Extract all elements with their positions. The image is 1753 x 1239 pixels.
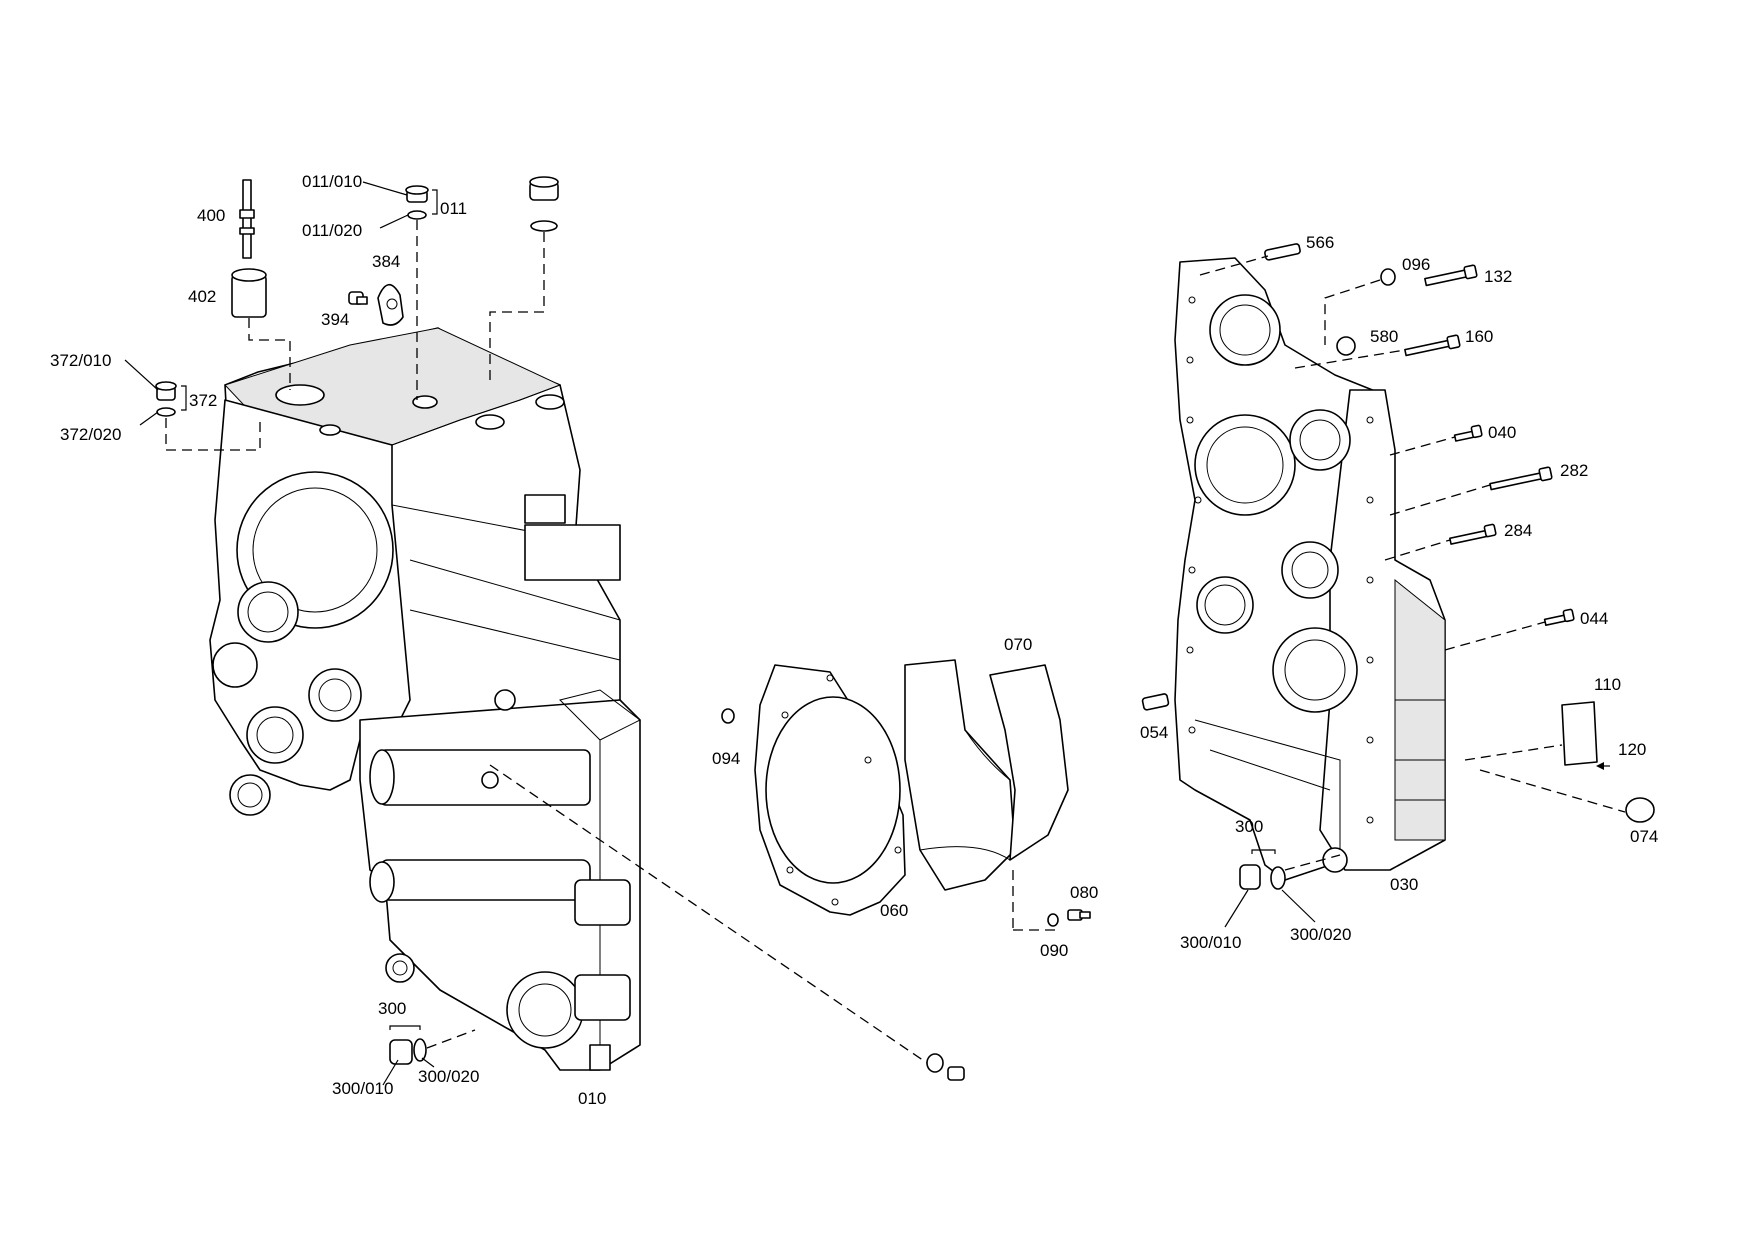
label-300-020-left: 300/020 <box>418 1067 479 1086</box>
part-054-pin <box>1141 693 1170 711</box>
bracket-300-left <box>389 1025 421 1030</box>
leader-300-020-right <box>1281 889 1316 923</box>
part-384-gasket <box>377 283 404 326</box>
label-384: 384 <box>372 252 400 271</box>
leader-300-010-right <box>1224 889 1249 928</box>
bracket-011 <box>432 189 438 215</box>
bracket-372 <box>181 385 187 411</box>
leader-300-left <box>426 1029 476 1049</box>
leader-011-010 <box>362 181 408 196</box>
label-566: 566 <box>1306 233 1334 252</box>
label-372: 372 <box>189 391 217 410</box>
leader-372-020 <box>139 411 159 426</box>
label-372-020: 372/020 <box>60 425 121 444</box>
label-044: 044 <box>1580 609 1608 628</box>
part-300-left <box>389 1038 427 1065</box>
leader-282 <box>1389 484 1491 516</box>
label-030: 030 <box>1390 875 1418 894</box>
label-011: 011 <box>440 199 467 218</box>
part-282-bolt <box>1489 466 1553 491</box>
leader-110 <box>1464 744 1563 761</box>
arrow-120 <box>1596 762 1604 770</box>
housing-010 <box>209 327 641 1071</box>
label-040: 040 <box>1488 423 1516 442</box>
label-394: 394 <box>321 310 349 329</box>
leader-plug-bottom <box>489 764 931 1066</box>
part-400-pin <box>239 179 255 259</box>
part-096-nut <box>1380 268 1396 286</box>
part-402-sleeve <box>231 268 267 318</box>
label-372-010: 372/010 <box>50 351 111 370</box>
leader-372 <box>165 418 261 451</box>
leader-300-010-left <box>382 1059 399 1086</box>
label-132: 132 <box>1484 267 1512 286</box>
plug-bottom <box>926 1053 965 1081</box>
plug-top-right <box>529 176 559 232</box>
part-060-gasket <box>754 664 906 916</box>
label-011-020: 011/020 <box>302 221 362 240</box>
part-284-bolt <box>1449 523 1497 545</box>
label-160: 160 <box>1465 327 1493 346</box>
part-160-bolt <box>1404 334 1461 357</box>
label-300-left: 300 <box>378 999 406 1018</box>
label-300-020-right: 300/020 <box>1290 925 1351 944</box>
label-300-010-left: 300/010 <box>332 1079 393 1098</box>
label-070: 070 <box>1004 635 1032 654</box>
leader-044 <box>1444 621 1546 651</box>
label-110: 110 <box>1594 675 1621 694</box>
part-394-bolt <box>348 291 368 305</box>
part-580-plug <box>1336 336 1356 356</box>
label-054: 054 <box>1140 723 1168 742</box>
part-040-bolt <box>1453 424 1483 442</box>
label-300-right: 300 <box>1235 817 1263 836</box>
leader-top-plug <box>489 232 545 385</box>
label-120: 120 <box>1618 740 1646 759</box>
part-110-plate <box>1561 701 1598 766</box>
label-096: 096 <box>1402 255 1430 274</box>
label-074: 074 <box>1630 827 1658 846</box>
label-010: 010 <box>578 1089 606 1108</box>
part-566-pin <box>1264 243 1301 261</box>
bracket-300-right <box>1251 849 1276 854</box>
part-011-plug <box>405 185 429 220</box>
labels: 011/010 011 011/020 400 402 384 394 372/… <box>50 172 1658 1108</box>
label-011-010: 011/010 <box>302 172 362 191</box>
label-300-010-right: 300/010 <box>1180 933 1241 952</box>
leader-040 <box>1389 436 1456 456</box>
part-044-bolt <box>1543 608 1575 627</box>
housing-030 <box>1174 257 1446 881</box>
leader-011-020 <box>379 214 409 229</box>
leader-566 <box>1199 255 1269 276</box>
part-132-bolt <box>1424 264 1478 287</box>
part-080-bolt <box>1067 909 1091 921</box>
part-372-plug <box>155 381 177 417</box>
leader-160 <box>1294 349 1406 369</box>
leader-402 <box>248 318 291 390</box>
part-094-bolt <box>721 708 735 724</box>
label-090: 090 <box>1040 941 1068 960</box>
part-300-right <box>1239 864 1286 890</box>
leader-372-010 <box>124 359 159 391</box>
part-090-washer <box>1047 913 1059 927</box>
part-070-cover <box>904 659 1069 891</box>
label-094: 094 <box>712 749 740 768</box>
label-080: 080 <box>1070 883 1098 902</box>
label-402: 402 <box>188 287 216 306</box>
label-060: 060 <box>880 901 908 920</box>
part-074-plug <box>1625 797 1655 823</box>
label-282: 282 <box>1560 461 1588 480</box>
leader-300-020-left <box>421 1057 435 1068</box>
label-284: 284 <box>1504 521 1532 540</box>
leader-300-right <box>1284 854 1341 871</box>
leader-074 <box>1479 769 1626 813</box>
label-580: 580 <box>1370 327 1398 346</box>
leader-284 <box>1384 539 1451 561</box>
leader-096 <box>1324 279 1381 345</box>
label-400: 400 <box>197 206 225 225</box>
